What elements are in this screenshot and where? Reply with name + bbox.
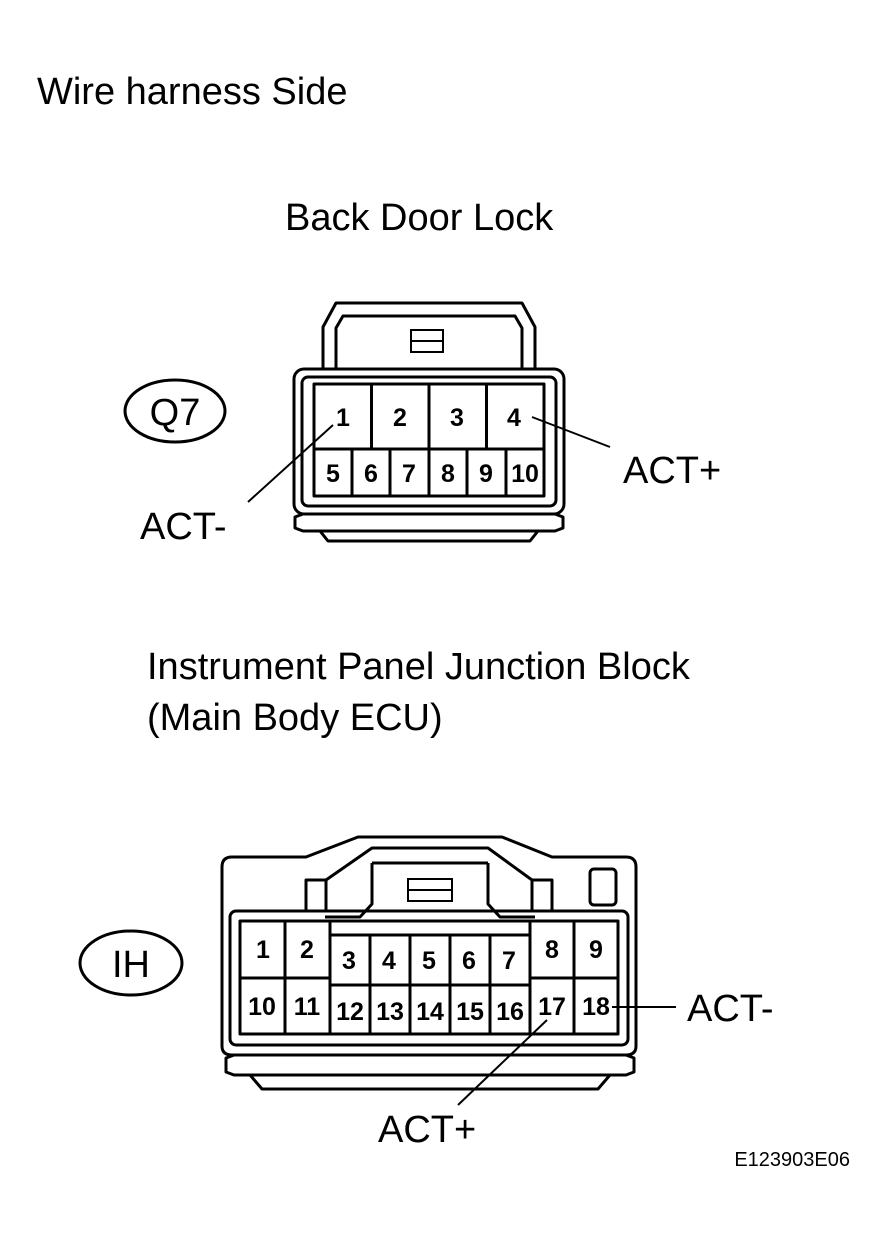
pin-label: 14	[416, 998, 444, 1026]
pin-label: 8	[441, 460, 455, 488]
connector-code: IH	[112, 944, 150, 986]
connector-back-door-lock: Back Door Lock 1 2 3 4 5 6 7 8 9 10	[123, 197, 721, 548]
pin-label: 5	[422, 947, 436, 975]
figure-id: E123903E06	[734, 1149, 850, 1171]
pin-label: 9	[589, 936, 603, 964]
callout-label: ACT+	[378, 1109, 476, 1151]
callout-label: ACT-	[140, 506, 227, 548]
connector-subtitle: (Main Body ECU)	[147, 697, 443, 739]
pin-label: 6	[462, 947, 476, 975]
pin-label: 11	[294, 993, 321, 1021]
connector-title: Instrument Panel Junction Block	[147, 646, 691, 688]
callout-line	[531, 416, 611, 448]
pin-label: 4	[507, 404, 521, 432]
pin-label: 2	[300, 936, 314, 964]
pin-label: 9	[479, 460, 493, 488]
pin-label: 7	[502, 947, 516, 975]
pin-label: 6	[364, 460, 378, 488]
pin-label: 15	[456, 998, 484, 1026]
pin-label: 1	[336, 404, 350, 432]
pin-label: 4	[382, 947, 396, 975]
pin-label: 13	[376, 998, 404, 1026]
callout-line	[247, 424, 334, 503]
pin-label: 8	[545, 936, 559, 964]
callout-label: ACT+	[623, 450, 721, 492]
pin-label: 3	[342, 947, 356, 975]
pin-label: 3	[450, 404, 464, 432]
pin-label: 10	[511, 460, 539, 488]
pin-label: 5	[326, 460, 340, 488]
view-label: Wire harness Side	[37, 71, 347, 113]
pin-label: 7	[402, 460, 416, 488]
connector-code-badge	[78, 929, 184, 997]
pin-label: 1	[256, 936, 270, 964]
pin-label: 16	[496, 998, 524, 1026]
pin-label: 10	[248, 993, 276, 1021]
connector-title: Back Door Lock	[285, 197, 554, 239]
connector-code: Q7	[150, 392, 201, 434]
pin-label: 12	[336, 998, 364, 1026]
pin-label: 18	[582, 993, 610, 1021]
connector-instrument-panel-junction-block: Instrument Panel Junction Block (Main Bo…	[78, 646, 774, 1151]
callout-label: ACT-	[687, 988, 774, 1030]
connector-code-badge	[123, 378, 227, 444]
callout-line	[457, 1019, 548, 1106]
pin-label: 2	[393, 404, 407, 432]
pin-label: 17	[538, 993, 566, 1021]
